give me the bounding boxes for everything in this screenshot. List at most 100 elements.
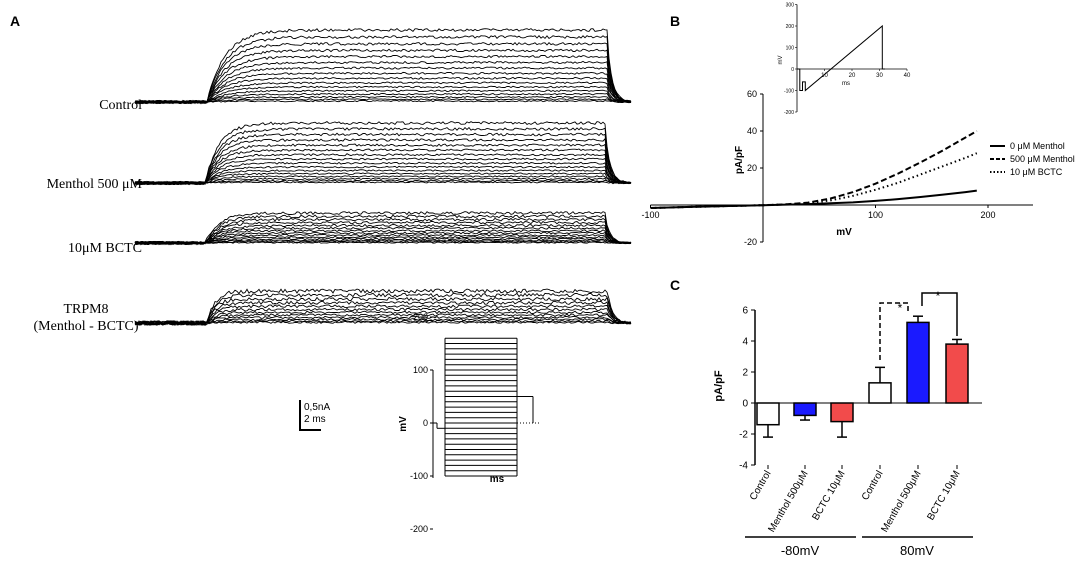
trace-menthol-1 — [134, 179, 632, 185]
protocol-ytick-label: 0 — [423, 418, 428, 428]
inset-xtick-label: 40 — [904, 73, 911, 79]
trace-menthol-14 — [134, 126, 632, 186]
trace-trpm8-1 — [134, 319, 631, 327]
bar-category-label-5: BCTC 10μM — [925, 469, 962, 522]
trace-bctc-11 — [134, 217, 632, 246]
bar-1 — [793, 402, 817, 417]
iv-series-2 — [650, 152, 978, 209]
trace-control-8 — [134, 71, 632, 105]
panel-a-letter: A — [10, 13, 20, 29]
trace-menthol-11 — [134, 143, 632, 186]
protocol-ytick-label: -100 — [410, 471, 428, 481]
sig-bracket-1 — [921, 292, 958, 336]
sig-mark-1: * — [936, 289, 941, 303]
legend-label-2: 10 μM BCTC — [1010, 167, 1063, 177]
inset-ytick-label: -200 — [784, 110, 794, 116]
bar-ytick-label: 4 — [742, 337, 748, 348]
bar-ytick-label: 0 — [742, 399, 748, 410]
trace-bctc-6 — [134, 231, 632, 246]
inset-ylabel: mV — [778, 56, 784, 65]
trace-menthol-3 — [134, 175, 632, 186]
panel-b-letter: B — [670, 13, 680, 29]
bar-ytick-label: 6 — [742, 306, 748, 317]
trace-menthol-4 — [134, 172, 631, 186]
bar-category-label-4: Menthol 500μM — [880, 469, 924, 534]
bar-ytick-label: 2 — [742, 368, 748, 379]
protocol-ytick-label: 200 — [413, 312, 428, 322]
trace-label-menthol: Menthol 500 μM — [47, 177, 143, 192]
scale-bar-current-label: 0,5nA — [304, 402, 330, 413]
trace-trpm8-3 — [134, 315, 632, 326]
trace-label-trpm8: TRPM8 — [63, 302, 108, 317]
trace-control-5 — [134, 85, 632, 105]
iv-ylabel: pA/pF — [734, 146, 745, 174]
sig-bracket-0 — [879, 302, 909, 360]
trace-trpm8-9 — [134, 296, 632, 327]
trace-menthol-12 — [134, 137, 632, 186]
trace-trpm8-4 — [134, 313, 632, 326]
trace-control-12 — [134, 48, 632, 105]
trace-control-6 — [134, 81, 632, 105]
iv-xtick-label: 200 — [980, 210, 995, 220]
bar-0 — [756, 402, 780, 426]
trace-control-13 — [134, 41, 632, 104]
trace-menthol-5 — [134, 169, 632, 185]
iv-xlabel: mV — [836, 227, 852, 238]
trace-menthol-15 — [134, 121, 632, 186]
trace-control-10 — [135, 60, 632, 105]
iv-series-1 — [650, 130, 978, 209]
legend-label-1: 500 μM Menthol — [1010, 154, 1075, 164]
trace-bctc-7 — [135, 229, 632, 245]
inset-ytick-label: 300 — [786, 3, 795, 9]
trace-menthol-10 — [134, 148, 632, 186]
inset-ytick-label: 100 — [786, 46, 795, 52]
inset-xlabel: ms — [842, 81, 850, 87]
trace-control-2 — [134, 95, 632, 105]
trace-bctc-13 — [134, 210, 632, 246]
iv-xtick-label: -100 — [641, 210, 659, 220]
inset-xtick-label: 20 — [849, 73, 856, 79]
trace-bctc-3 — [134, 237, 632, 246]
sig-mark-0: * — [898, 301, 903, 315]
inset-ytick-label: 0 — [791, 67, 794, 73]
inset-xtick-label: 30 — [876, 73, 883, 79]
legend-label-0: 0 μM Menthol — [1010, 141, 1065, 151]
trace-bctc-10 — [134, 220, 632, 246]
bar-4 — [906, 321, 930, 404]
trace-control-11 — [134, 54, 632, 104]
trace-bctc-4 — [134, 235, 632, 245]
bar-category-label-1: Menthol 500μM — [767, 469, 811, 534]
scale-bar-time-label: 2 ms — [304, 414, 326, 425]
protocol-ytick-label: 100 — [413, 365, 428, 375]
inset-ytick-label: -100 — [784, 89, 794, 95]
trace-bctc-9 — [134, 223, 632, 246]
trace-control-7 — [134, 76, 632, 105]
trace-menthol-2 — [134, 177, 632, 185]
trace-bctc-2 — [134, 239, 632, 246]
bar-2 — [830, 402, 854, 423]
trace-control-14 — [134, 35, 632, 105]
trace-bctc-8 — [134, 226, 632, 245]
bar-category-label-0: Control — [748, 469, 774, 502]
protocol-ytick-label: -200 — [410, 524, 428, 534]
trace-control-3 — [134, 92, 632, 104]
bar-ytick-label: -2 — [739, 430, 748, 441]
iv-ytick-label: 20 — [747, 163, 757, 173]
trace-trpm8-6 — [134, 307, 631, 326]
inset-xtick-label: 10 — [821, 73, 828, 79]
trace-label-trpm8-sub: (Menthol - BCTC) — [34, 319, 139, 334]
trace-label-control: Control — [99, 98, 142, 113]
trace-bctc-5 — [134, 233, 632, 246]
trace-control-9 — [134, 66, 632, 104]
trace-label-bctc: 10μM BCTC — [68, 241, 142, 256]
trace-control-15 — [134, 28, 632, 104]
current-traces — [134, 28, 632, 327]
trace-trpm8-8 — [134, 300, 632, 326]
trace-trpm8-10 — [134, 292, 632, 327]
trace-control-0 — [134, 100, 632, 105]
